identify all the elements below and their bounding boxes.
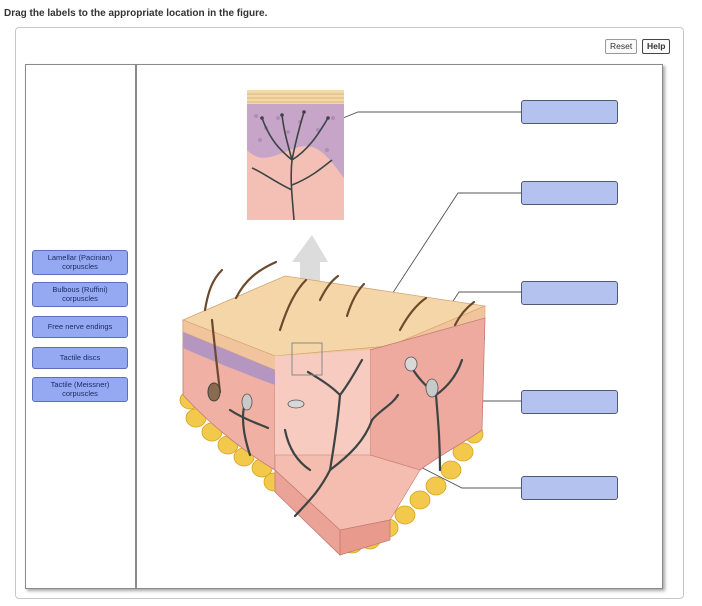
reset-button[interactable]: Reset	[605, 39, 638, 54]
instruction-text: Drag the labels to the appropriate locat…	[4, 8, 268, 19]
dropzone-3[interactable]	[521, 281, 618, 305]
dropzone-1[interactable]	[521, 100, 618, 124]
label-lamellar-corpuscles[interactable]: Lamellar (Pacinian) corpuscles	[32, 250, 128, 275]
dropzone-5[interactable]	[521, 476, 618, 500]
label-tactile-discs[interactable]: Tactile discs	[32, 347, 128, 369]
dropzone-2[interactable]	[521, 181, 618, 205]
dropzone-4[interactable]	[521, 390, 618, 414]
inset-magnified-view	[247, 90, 344, 221]
label-tactile-corpuscles[interactable]: Tactile (Meissner) corpuscles	[32, 377, 128, 402]
skin-block	[179, 260, 487, 556]
label-bank-divider	[135, 64, 137, 589]
help-button[interactable]: Help	[642, 39, 671, 54]
label-free-nerve-endings[interactable]: Free nerve endings	[32, 316, 128, 338]
label-bulbous-corpuscles[interactable]: Bulbous (Ruffini) corpuscles	[32, 282, 128, 307]
